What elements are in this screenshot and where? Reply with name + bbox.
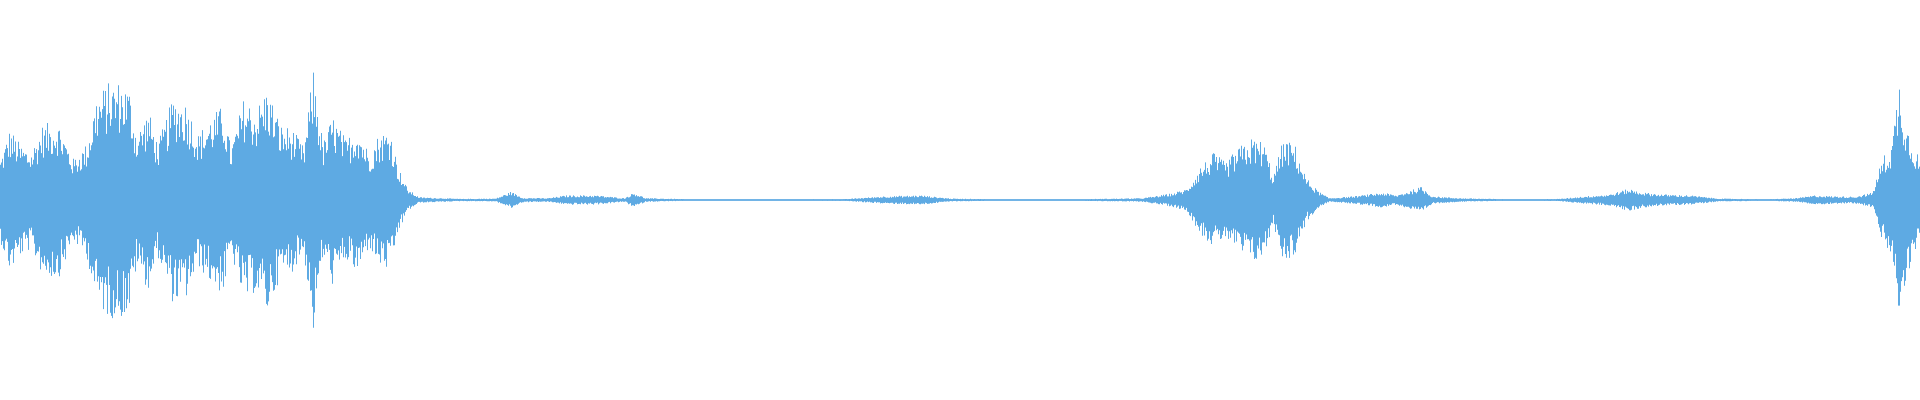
waveform-bars: [0, 72, 1920, 328]
